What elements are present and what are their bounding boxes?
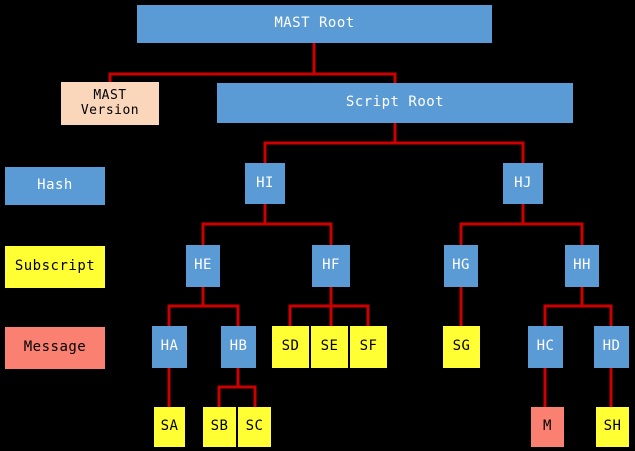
- node-label: SB: [210, 418, 229, 435]
- node-mast-root[interactable]: MAST Root: [137, 5, 492, 43]
- edge-hj-hg: [459, 204, 525, 245]
- node-label: MAST Root: [274, 15, 355, 32]
- node-hb[interactable]: HB: [221, 326, 256, 368]
- node-hj[interactable]: HJ: [503, 163, 543, 204]
- node-label: SD: [281, 338, 300, 355]
- legend-subscript: Subscript: [5, 246, 105, 288]
- node-label: SF: [359, 338, 378, 355]
- node-label: HF: [322, 257, 340, 274]
- node-script-root[interactable]: Script Root: [217, 83, 573, 123]
- node-hc[interactable]: HC: [528, 326, 563, 368]
- edge-script-hi: [263, 123, 397, 163]
- node-label: HH: [573, 257, 591, 274]
- node-label: HG: [452, 257, 470, 274]
- node-mast-version[interactable]: MAST Version: [61, 82, 159, 125]
- legend-hash: Hash: [5, 167, 105, 205]
- edge-he-hb: [203, 304, 240, 326]
- node-hg[interactable]: HG: [444, 245, 478, 287]
- node-m[interactable]: M: [531, 407, 564, 447]
- legend-label: Subscript: [14, 258, 96, 275]
- edge-hj-hh: [523, 222, 584, 245]
- node-sc[interactable]: SC: [238, 407, 271, 447]
- legend-label: Hash: [37, 177, 73, 194]
- node-label: HC: [536, 338, 555, 355]
- node-hd[interactable]: HD: [594, 326, 629, 368]
- node-label: MAST Version: [80, 87, 140, 118]
- node-se[interactable]: SE: [311, 326, 348, 368]
- node-label: HD: [602, 338, 621, 355]
- node-label: M: [543, 418, 552, 435]
- edge-root-split: [108, 43, 316, 82]
- node-sf[interactable]: SF: [350, 326, 387, 368]
- node-label: SE: [320, 338, 339, 355]
- legend-label: Message: [23, 339, 87, 356]
- node-label: HA: [160, 338, 179, 355]
- node-label: SC: [245, 418, 264, 435]
- node-ha[interactable]: HA: [152, 326, 187, 368]
- node-hh[interactable]: HH: [565, 245, 599, 287]
- edge-hh-hc: [543, 287, 584, 326]
- edge-hf-sd: [288, 287, 333, 326]
- node-sd[interactable]: SD: [272, 326, 309, 368]
- node-sh[interactable]: SH: [596, 407, 629, 447]
- node-sa[interactable]: SA: [154, 407, 185, 447]
- edge-hi-he: [201, 204, 267, 245]
- node-label: HE: [194, 257, 212, 274]
- edge-script-hj: [395, 141, 525, 163]
- node-label: HI: [256, 174, 274, 191]
- node-hf[interactable]: HF: [312, 245, 350, 287]
- node-label: HJ: [514, 174, 532, 191]
- node-label: SA: [160, 418, 179, 435]
- edge-hi-hf: [265, 222, 333, 245]
- node-label: SH: [603, 418, 622, 435]
- legend-message: Message: [5, 327, 105, 369]
- node-label: SG: [452, 338, 471, 355]
- edge-hb-sb: [217, 368, 240, 407]
- node-he[interactable]: HE: [186, 245, 220, 287]
- edge-root-split: [314, 72, 397, 83]
- edge-he-ha: [167, 287, 205, 326]
- edge-hf-sf: [331, 304, 370, 326]
- edge-hb-sc: [238, 385, 257, 407]
- edge-hh-hd: [582, 304, 613, 326]
- node-label: Script Root: [345, 94, 445, 111]
- node-sb[interactable]: SB: [203, 407, 236, 447]
- node-label: HB: [229, 338, 248, 355]
- node-hi[interactable]: HI: [245, 163, 285, 204]
- node-sg[interactable]: SG: [443, 326, 480, 368]
